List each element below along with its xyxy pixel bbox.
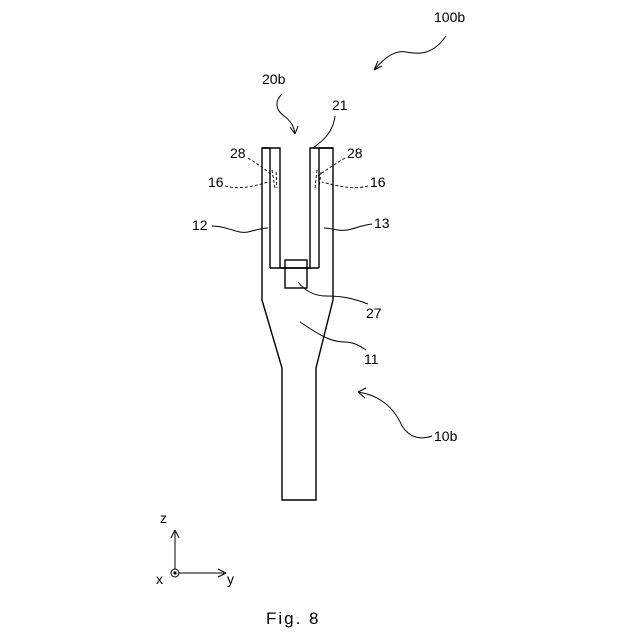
inner-part-21	[270, 148, 319, 268]
axis-z-label: z	[160, 510, 167, 526]
left-edge-dashed	[272, 170, 277, 188]
right-surface-dashed	[322, 182, 368, 188]
label-assembly: 100b	[434, 9, 465, 25]
label-left-surface: 16	[208, 174, 224, 190]
label-left-hatch: 28	[230, 145, 246, 161]
left-hatch-dashed	[248, 158, 273, 176]
leader-100b	[374, 36, 446, 70]
x-axis-dot	[173, 571, 176, 574]
axis-x-label: x	[156, 571, 163, 587]
label-block: 27	[366, 305, 382, 321]
label-device: 10b	[434, 428, 458, 444]
leader-13	[324, 224, 372, 230]
leader-21	[313, 116, 335, 148]
axis-y-label: y	[227, 571, 234, 587]
figure-caption: Fig. 8	[266, 609, 321, 628]
block-27	[285, 260, 307, 288]
leader-11	[300, 322, 366, 350]
label-right-surface: 16	[370, 174, 386, 190]
label-right-hatch: 28	[347, 145, 363, 161]
label-base: 11	[364, 351, 379, 367]
label-top-part: 21	[332, 97, 348, 113]
label-right-arm: 13	[374, 215, 390, 231]
leader-10b	[358, 392, 432, 438]
axis-indicator: z x y	[156, 510, 234, 587]
label-upper-unit: 20b	[262, 71, 286, 87]
leader-20b	[277, 94, 295, 134]
right-hatch-dashed	[318, 158, 345, 176]
right-edge-dashed	[315, 170, 321, 188]
member-outline	[262, 148, 333, 500]
leader-12	[212, 226, 268, 232]
label-left-arm: 12	[192, 217, 208, 233]
